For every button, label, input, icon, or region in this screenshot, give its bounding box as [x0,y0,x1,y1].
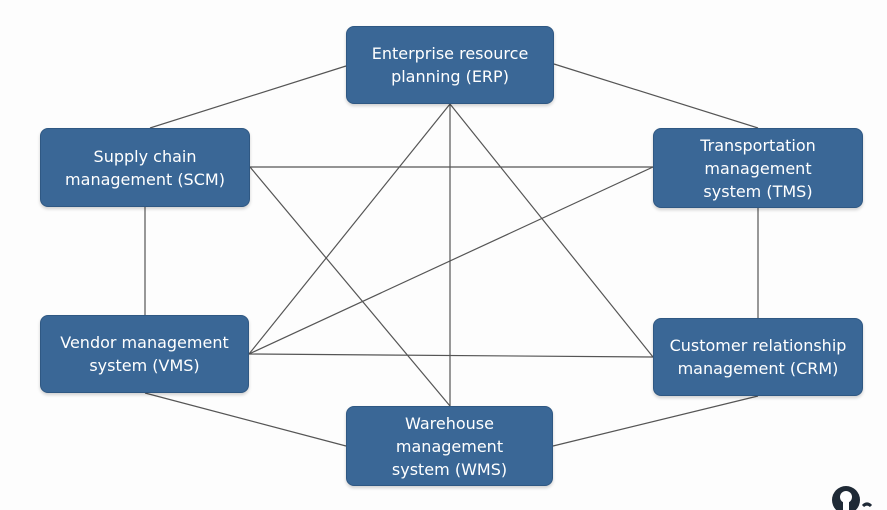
node-vms-line-2: system (VMS) [89,356,200,375]
node-vms-line-1: Vendor management [60,333,229,352]
node-wms: Warehouse management system (WMS) [346,406,553,486]
connector-erp-vms [248,103,451,355]
connector-vms-crm [248,353,654,358]
connector-scm-wms [249,166,451,407]
node-erp-line-2: planning (ERP) [391,67,509,86]
node-tms-line-1: Transportation [700,135,816,155]
node-crm: Customer relationship management (CRM) [653,318,863,396]
node-wms-line-2: management [395,436,504,456]
node-tms: Transportation management system (TMS) [653,128,863,208]
node-crm-line-1: Customer relationship [669,336,847,355]
node-wms-line-3: system (WMS) [391,459,508,479]
connector-erp-crm [449,103,654,358]
bulb-logo-icon [832,486,873,510]
node-erp-line-1: Enterprise resource [371,44,529,63]
node-scm: Supply chain management (SCM) [40,128,250,207]
connector-vms-wms [144,392,347,447]
node-scm-line-2: management (SCM) [65,169,225,189]
node-crm-line-2: management (CRM) [677,359,839,378]
node-erp: Enterprise resource planning (ERP) [346,26,554,104]
node-tms-line-2: management [704,158,812,178]
node-tms-line-3: system (TMS) [703,181,813,201]
node-scm-line-1: Supply chain [93,146,197,166]
node-wms-line-1: Warehouse [405,413,494,433]
connector-crm-wms [552,395,759,447]
connector-erp-scm [149,65,347,129]
connector-tms-vms [248,166,654,355]
connector-erp-tms [553,63,759,129]
node-vms: Vendor management system (VMS) [40,315,249,393]
